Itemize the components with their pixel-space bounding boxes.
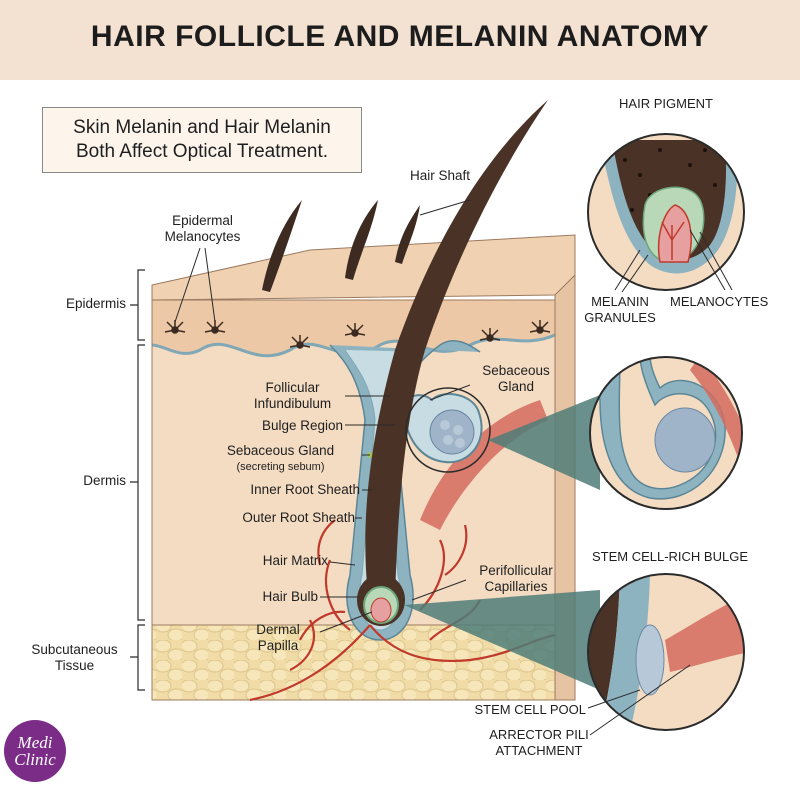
note-line-2: Both Affect Optical Treatment. [75, 141, 329, 162]
magnifier-callouts [404, 387, 600, 690]
label-epidermal-melanocytes-line1: Epidermal [172, 213, 233, 228]
inset-sebaceous [589, 356, 743, 510]
label-perifollicular-line1: Perifollicular [479, 563, 553, 578]
label-follicular-infundibulum-line2: Infundibulum [253, 396, 332, 411]
label-bulge-region: Bulge Region [261, 418, 343, 433]
label-subcutaneous: Subcutaneous Tissue [22, 642, 127, 674]
label-sebaceous-gland-right-line1: Sebaceous [482, 363, 550, 378]
label-melanocytes: MELANOCYTES [670, 294, 769, 309]
label-melanin-granules: MELANIN GRANULES [578, 294, 662, 326]
note-box: Skin Melanin and Hair Melanin Both Affec… [42, 107, 362, 173]
clinic-logo: Medi Clinic [4, 720, 66, 782]
label-arrector-pili-attachment: ARRECTOR PILI ATTACHMENT [478, 727, 600, 759]
label-hair-matrix: Hair Matrix [262, 553, 328, 568]
label-sebaceous-gland-left: Sebaceous Gland (secreting sebum) [198, 443, 363, 475]
note-line-1: Skin Melanin and Hair Melanin [73, 117, 331, 138]
label-outer-root-sheath: Outer Root Sheath [242, 510, 355, 525]
label-sebaceous-gland-right-line2: Gland [497, 379, 535, 394]
inset-stem-cell-bulge [587, 573, 745, 736]
label-sebaceous-gland-right: Sebaceous Gland [466, 363, 566, 395]
leader-lines [174, 199, 471, 633]
small-hairs [262, 200, 420, 292]
inset-stem-cell-title: STEM CELL-RICH BULGE [591, 549, 749, 564]
logo-line-2: Clinic [14, 750, 56, 769]
label-inner-root-sheath: Inner Root Sheath [250, 482, 360, 497]
layer-brackets [130, 269, 145, 691]
label-perifollicular-line2: Capillaries [484, 579, 548, 594]
label-dermal-papilla-line1: Dermal [256, 622, 300, 637]
label-epidermal-melanocytes: Epidermal Melanocytes [150, 213, 255, 245]
label-melanin-granules-line1: MELANIN [591, 294, 649, 309]
label-hair-bulb: Hair Bulb [262, 589, 318, 604]
inset-hair-pigment [587, 133, 745, 293]
label-follicular-infundibulum-line1: Follicular [265, 380, 320, 395]
label-dermal-papilla-line2: Papilla [257, 638, 299, 653]
label-arrector-line2: ATTACHMENT [495, 743, 583, 758]
label-epidermal-melanocytes-line2: Melanocytes [164, 229, 241, 244]
label-sebaceous-gland-left-sub: (secreting sebum) [236, 461, 325, 473]
page-title: HAIR FOLLICLE AND MELANIN ANATOMY [90, 20, 710, 53]
label-subcutaneous-line2: Tissue [54, 658, 95, 673]
epidermal-melanocytes [164, 320, 551, 349]
inset-hair-pigment-title: HAIR PIGMENT [619, 96, 713, 111]
label-dermal-papilla: Dermal Papilla [238, 622, 318, 654]
label-perifollicular-capillaries: Perifollicular Capillaries [462, 563, 570, 595]
label-arrector-line1: ARRECTOR PILI [489, 727, 589, 742]
label-epidermis: Epidermis [65, 296, 126, 311]
hair-bulb [363, 586, 399, 624]
label-subcutaneous-line1: Subcutaneous [31, 642, 118, 657]
label-melanin-granules-line2: GRANULES [584, 310, 656, 325]
logo-line-1: Medi [17, 733, 53, 752]
title-bar [0, 0, 800, 80]
label-follicular-infundibulum: Follicular Infundibulum [240, 380, 345, 412]
label-stem-cell-pool: STEM CELL POOL [474, 702, 587, 717]
label-dermis: Dermis [83, 473, 126, 488]
label-sebaceous-gland-left-main: Sebaceous Gland [226, 443, 335, 458]
label-hair-shaft: Hair Shaft [410, 168, 471, 183]
